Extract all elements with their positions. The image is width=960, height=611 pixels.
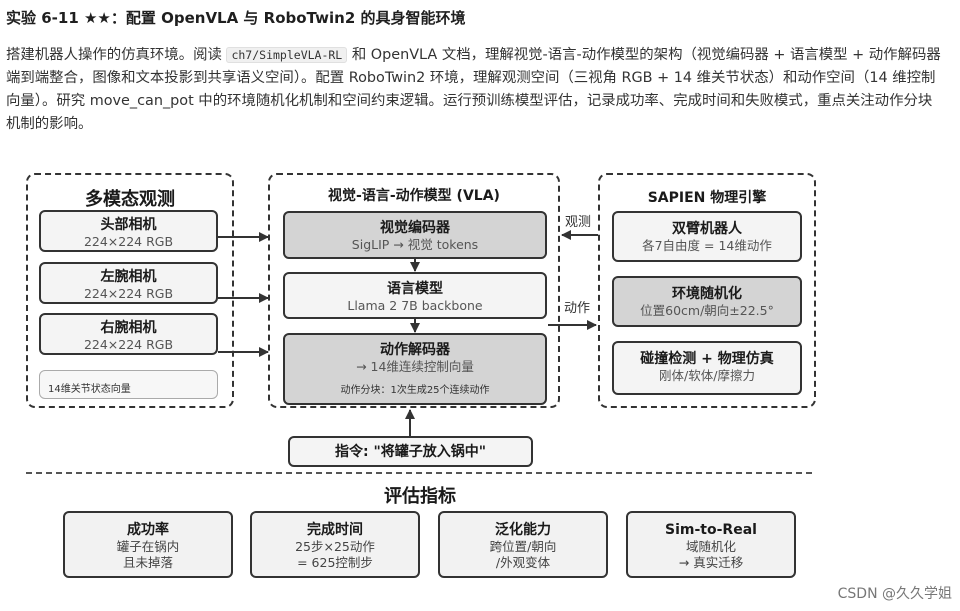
metric-desc-line2: /外观变体 <box>495 555 551 570</box>
language-model-desc: Llama 2 7B backbone <box>347 298 483 313</box>
vision-encoder-name: 视觉编码器 <box>380 220 450 236</box>
sapien-title: SAPIEN 物理引擎 <box>647 190 767 206</box>
dual-arm-robot-name: 双臂机器人 <box>672 221 742 237</box>
metric-desc-line1: 域随机化 <box>685 539 736 554</box>
left-wrist-camera-spec: 224×224 RGB <box>83 286 174 301</box>
head-camera-name: 头部相机 <box>100 217 157 233</box>
metric-desc-line2: → 真实迁移 <box>678 555 744 570</box>
vla-panel: 视觉-语言-动作模型 (VLA) <box>268 173 560 408</box>
action-decoder-desc: → 14维连续控制向量 <box>356 359 474 374</box>
collision-physics-box: 碰撞检测 + 物理仿真 刚体/软体/摩擦力 <box>612 341 802 395</box>
action-label: 动作 <box>563 297 592 316</box>
metric-completion-time: 完成时间 25步×25动作 = 625控制步 <box>250 511 420 578</box>
right-wrist-camera-spec: 224×224 RGB <box>83 337 174 352</box>
action-decoder-name: 动作解码器 <box>380 342 450 358</box>
watermark-text: CSDN @久久学姐 <box>837 586 952 602</box>
para-text-2: 和 OpenVLA 文档，理解视觉-语言-动作模型的架构（视觉编码器 + 语言模… <box>6 47 941 132</box>
code-path: ch7/SimpleVLA-RL <box>226 47 348 63</box>
env-randomization-desc: 位置60cm/朝向±22.5° <box>640 303 774 318</box>
description-paragraph: 搭建机器人操作的仿真环境。阅读 ch7/SimpleVLA-RL 和 OpenV… <box>6 44 946 136</box>
env-randomization-name: 环境随机化 <box>672 286 742 302</box>
section-divider <box>26 472 812 474</box>
dual-arm-robot-box: 双臂机器人 各7自由度 = 14维动作 <box>612 211 802 262</box>
metric-desc-line1: 25步×25动作 <box>295 539 375 554</box>
observation-title: 多模态观测 <box>85 189 175 210</box>
joint-state-box: 14维关节状态向量 <box>39 370 218 399</box>
language-model-name: 语言模型 <box>387 281 443 297</box>
joint-state-label: 14维关节状态向量 <box>48 384 131 395</box>
para-text-1: 搭建机器人操作的仿真环境。阅读 <box>6 47 222 63</box>
vision-encoder-desc: SigLIP → 视觉 tokens <box>351 237 479 252</box>
collision-physics-desc: 刚体/软体/摩擦力 <box>659 368 755 383</box>
metric-generalization: 泛化能力 跨位置/朝向 /外观变体 <box>438 511 608 578</box>
head-camera-spec: 224×224 RGB <box>83 234 174 249</box>
observe-label: 观测 <box>564 211 593 230</box>
vla-title: 视觉-语言-动作模型 (VLA) <box>328 188 500 204</box>
metric-name: 成功率 <box>127 522 169 538</box>
collision-physics-name: 碰撞检测 + 物理仿真 <box>640 351 774 367</box>
action-chunking-note: 动作分块：1次生成25个连续动作 <box>340 385 490 396</box>
vision-encoder-box: 视觉编码器 SigLIP → 视觉 tokens <box>283 211 547 259</box>
metric-desc-line2: = 625控制步 <box>297 555 373 570</box>
metric-name: 完成时间 <box>307 522 363 538</box>
instruction-text: 指令: "将罐子放入锅中" <box>334 444 487 460</box>
env-randomization-box: 环境随机化 位置60cm/朝向±22.5° <box>612 276 802 327</box>
left-wrist-camera-name: 左腕相机 <box>100 269 157 285</box>
metric-sim-to-real: Sim-to-Real 域随机化 → 真实迁移 <box>626 511 796 578</box>
metric-desc-line1: 罐子在锅内 <box>116 539 180 554</box>
right-wrist-camera-name: 右腕相机 <box>100 320 157 336</box>
metric-success-rate: 成功率 罐子在锅内 且未掉落 <box>63 511 233 578</box>
observation-panel: 多模态观测 <box>26 173 234 408</box>
action-decoder-box: 动作解码器 → 14维连续控制向量 动作分块：1次生成25个连续动作 <box>283 333 547 405</box>
page-title: 实验 6-11 ★★：配置 OpenVLA 与 RoboTwin2 的具身智能环… <box>6 9 466 27</box>
head-camera-box: 头部相机 224×224 RGB <box>39 210 218 252</box>
sapien-panel: SAPIEN 物理引擎 <box>598 173 816 408</box>
metric-name: Sim-to-Real <box>665 522 757 538</box>
metric-desc-line1: 跨位置/朝向 <box>489 539 557 554</box>
right-wrist-camera-box: 右腕相机 224×224 RGB <box>39 313 218 355</box>
metric-desc-line2: 且未掉落 <box>122 555 173 570</box>
metric-name: 泛化能力 <box>495 522 551 538</box>
left-wrist-camera-box: 左腕相机 224×224 RGB <box>39 262 218 304</box>
metrics-title: 评估指标 <box>384 486 456 507</box>
language-model-box: 语言模型 Llama 2 7B backbone <box>283 272 547 319</box>
instruction-box: 指令: "将罐子放入锅中" <box>288 436 533 467</box>
dual-arm-robot-desc: 各7自由度 = 14维动作 <box>642 238 772 253</box>
